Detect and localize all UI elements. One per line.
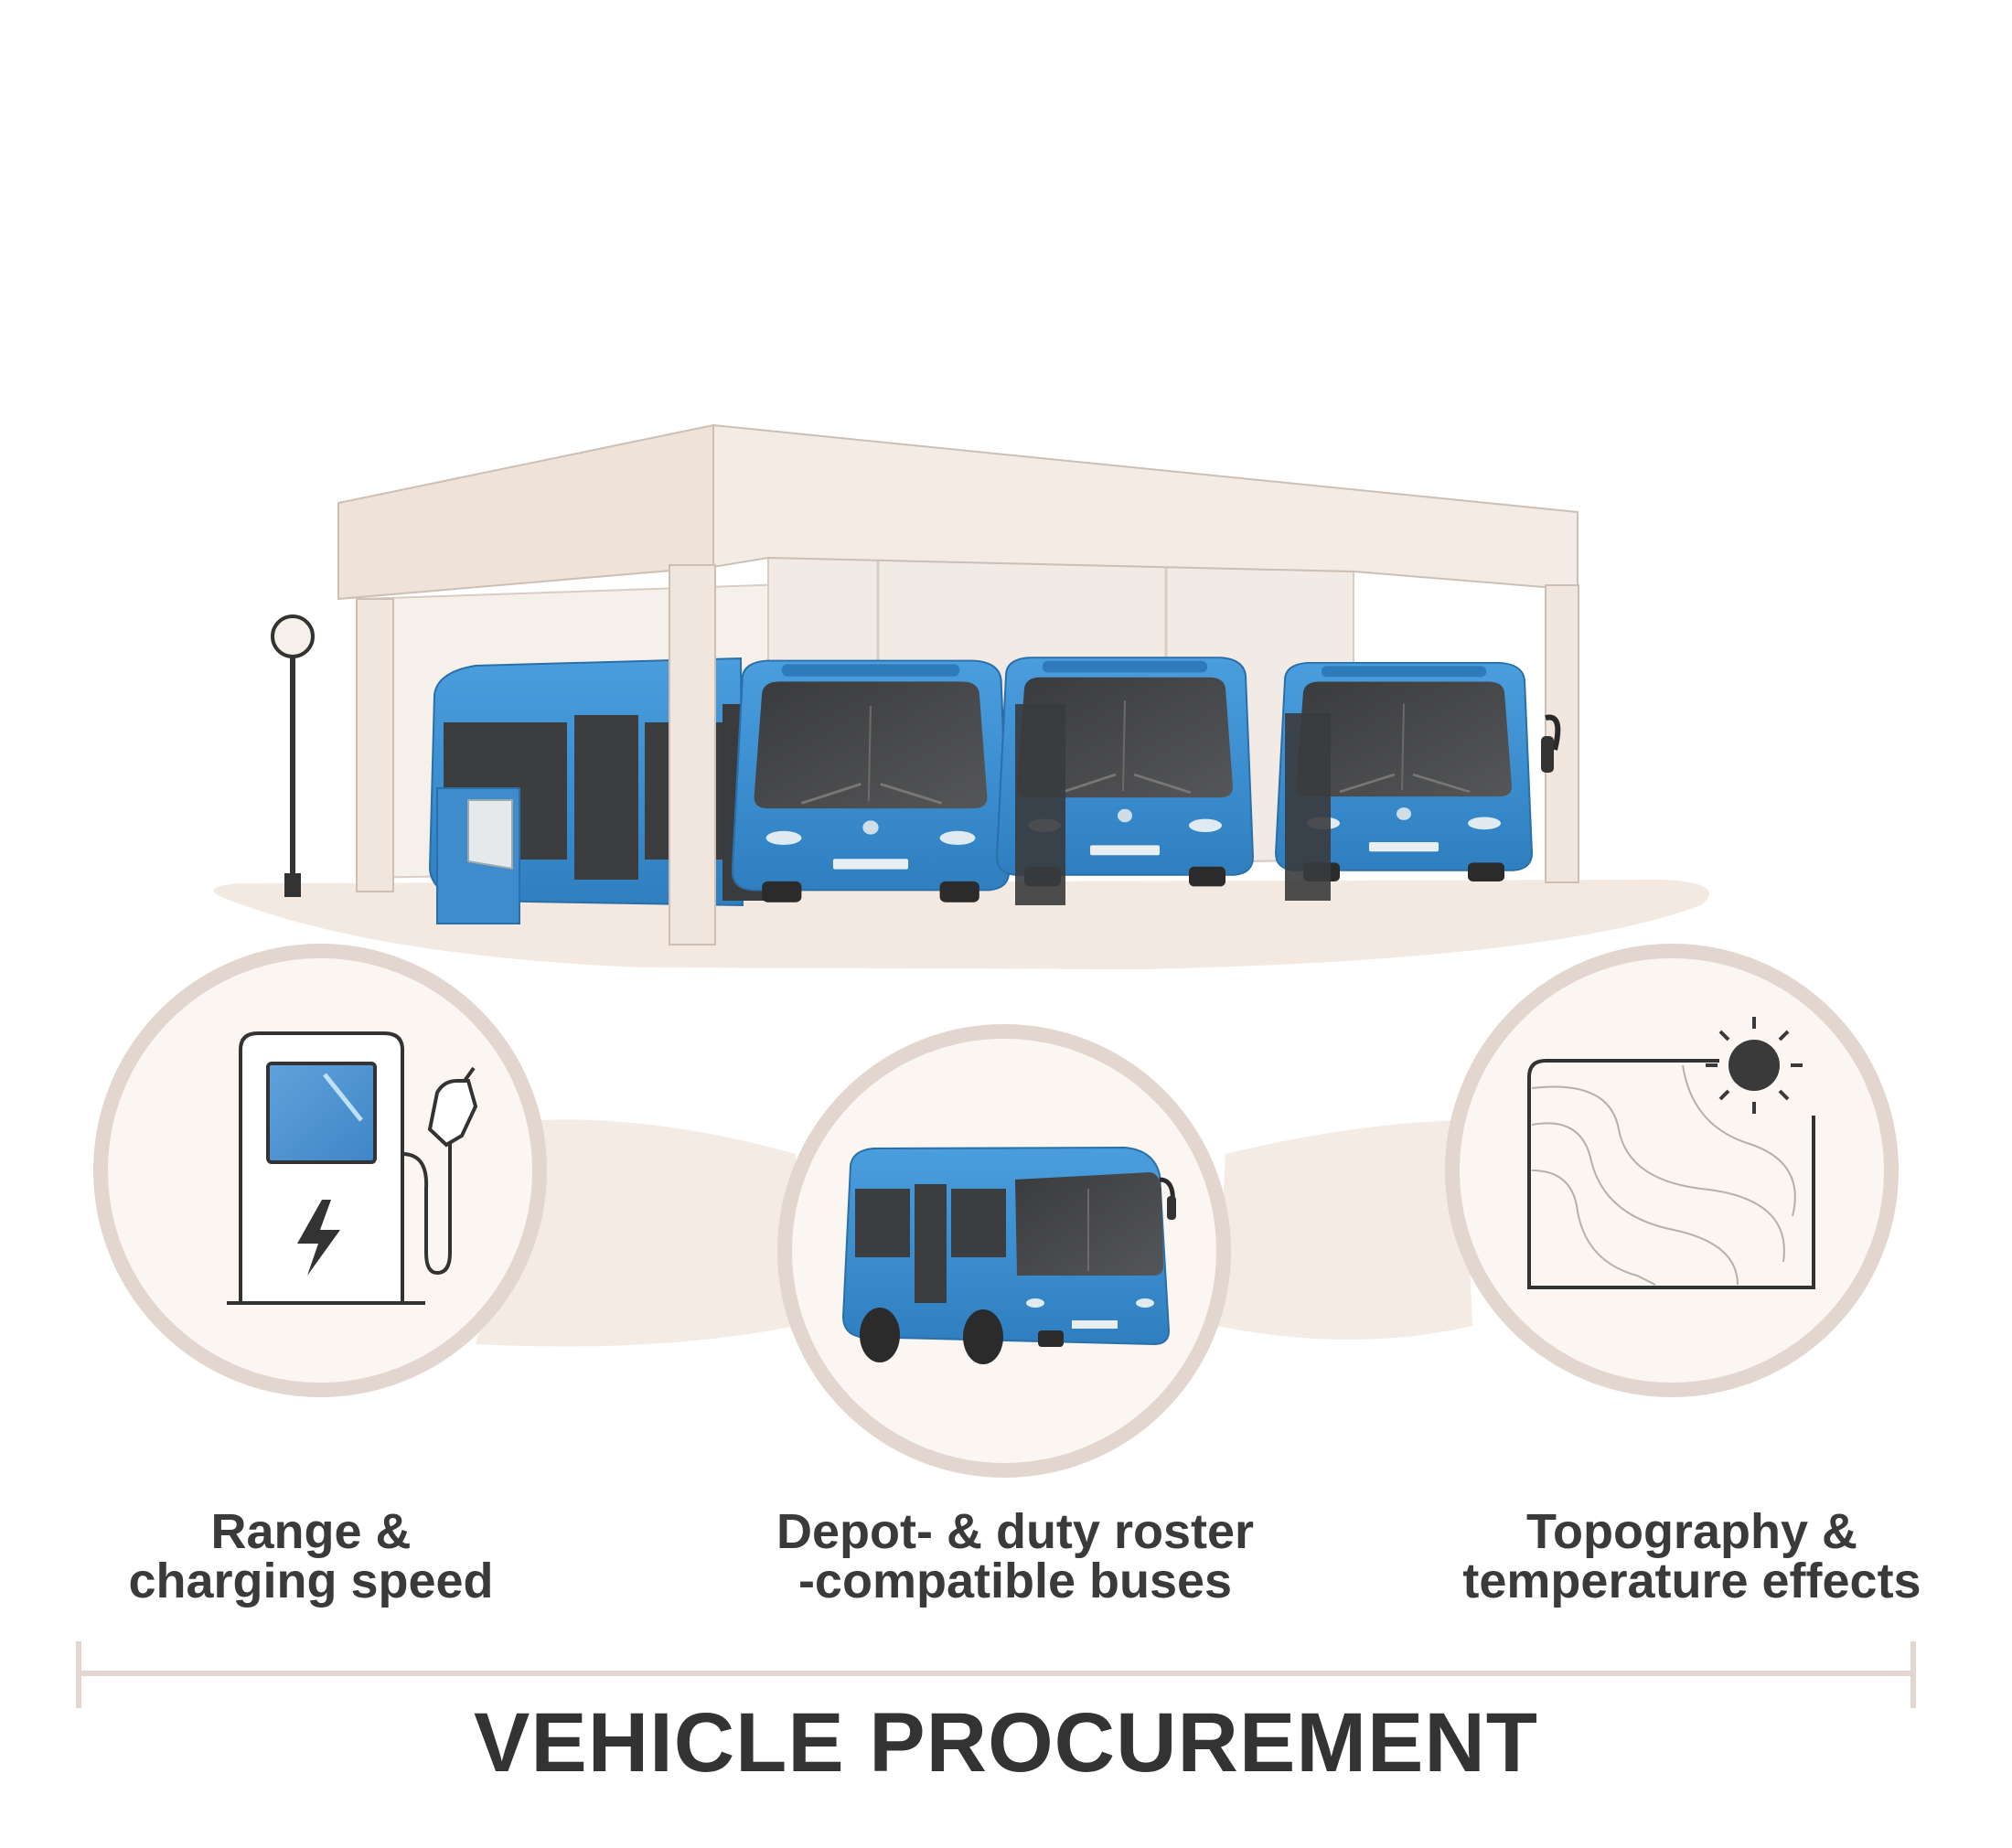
lightning-bolt-icon [297,1200,340,1276]
bus-icon [841,1146,1176,1364]
range-charging-label: Range & charging speed [128,1504,494,1608]
lamp-post-icon [271,614,315,897]
connector-right [1216,1120,1472,1340]
depot-bus-1 [731,658,1011,904]
ev-charger-icon [227,1031,478,1305]
topography-label: Topography & temperature effects [1462,1504,1921,1608]
depot-duty-label: Depot- & duty roster -compatible buses [776,1504,1255,1608]
topography-circle [1445,944,1899,1397]
procurement-bracket [76,1641,1916,1708]
depot-duty-circle [777,1024,1231,1478]
depot-charger-icon [436,787,520,924]
depot-scene [213,423,1709,969]
page-title: VEHICLE PROCUREMENT [474,1696,1538,1789]
sun-icon [1706,1017,1803,1114]
connector-left [476,1119,796,1347]
topographic-map-icon [1527,1059,1815,1289]
range-charging-circle [93,944,547,1397]
